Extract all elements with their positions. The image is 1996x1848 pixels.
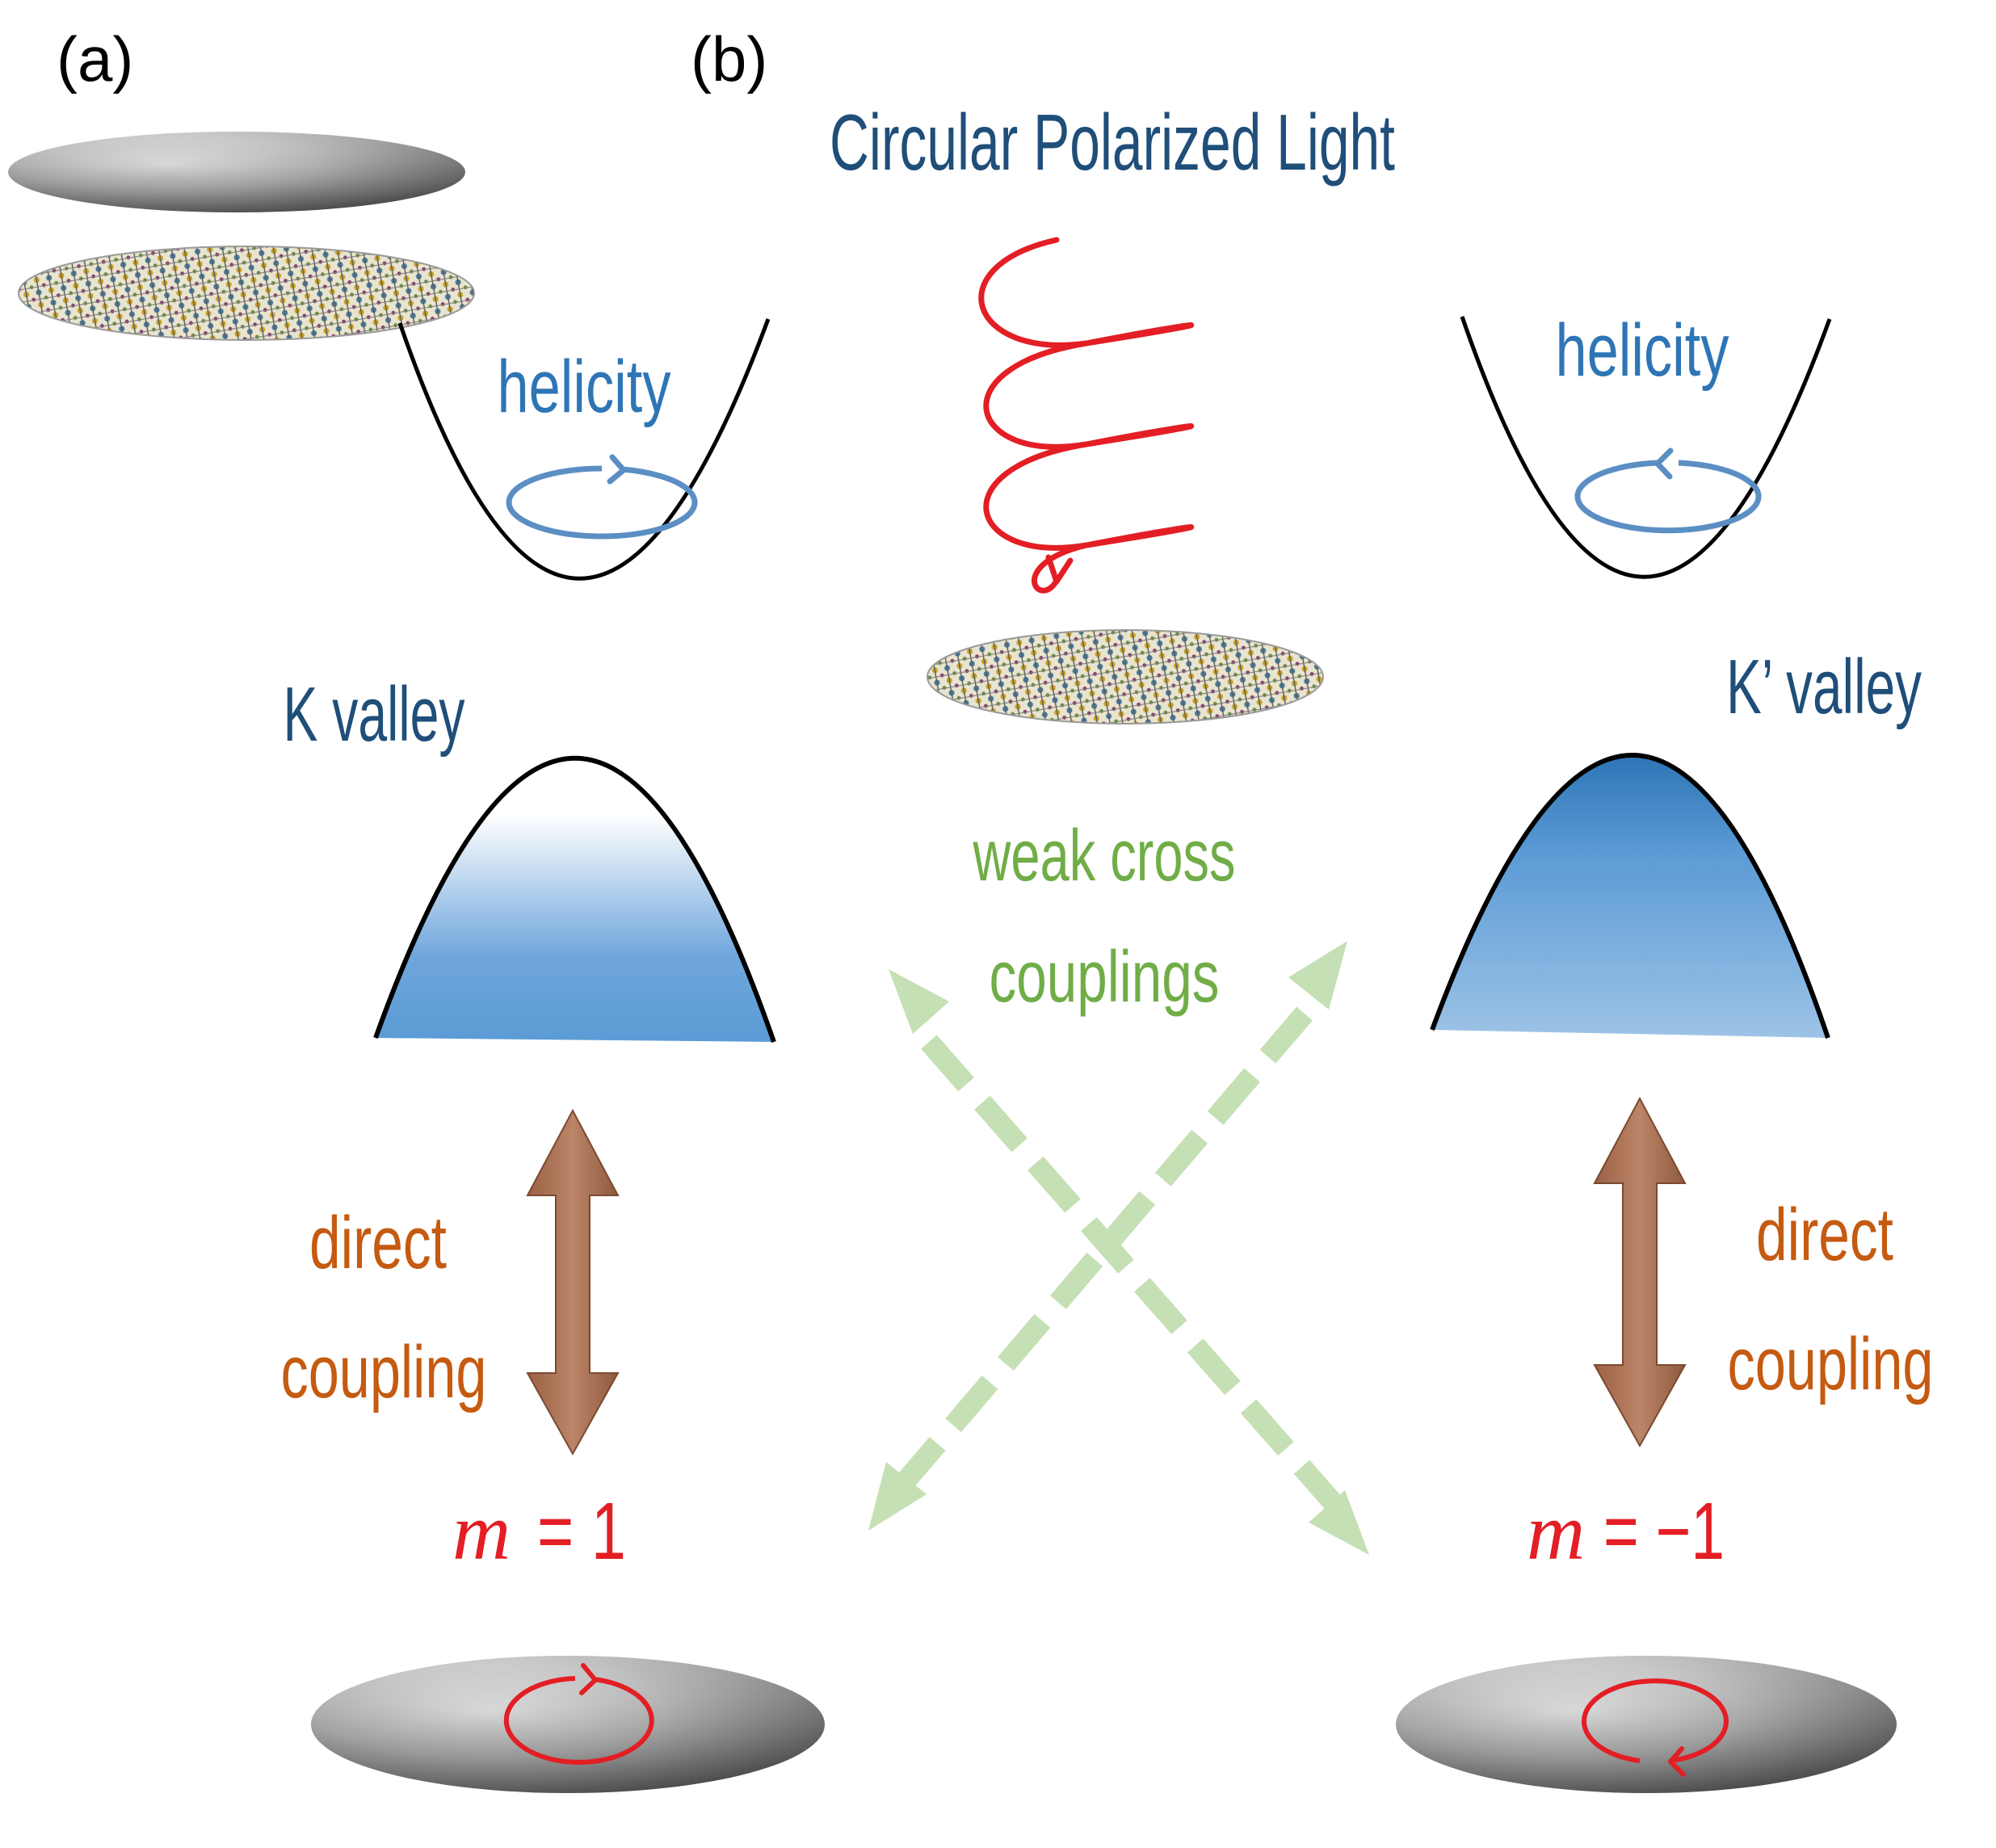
helicity-rotation-icon-left: [506, 454, 698, 540]
m-symbol-right: m: [1527, 1487, 1585, 1577]
lattice-disk-left: [18, 246, 475, 341]
circular-polarized-light-helix-icon: [978, 237, 1194, 594]
helicity-label-right: helicity: [1556, 309, 1729, 392]
direct-label-right-line1: direct: [1756, 1194, 1893, 1276]
direct-label-left-line1: direct: [309, 1202, 447, 1284]
weak-cross-label-line2: couplings: [990, 937, 1220, 1018]
k-prime-valley-valence-band: [1430, 753, 1830, 1039]
orbital-rotation-icon-left: [503, 1663, 654, 1765]
k-valley-valence-band: [373, 755, 776, 1043]
m-value-left: = 1: [537, 1486, 626, 1577]
helicity-label-left: helicity: [498, 346, 671, 428]
m-value-right: = −1: [1603, 1486, 1725, 1577]
orbital-rotation-icon-right: [1582, 1678, 1729, 1777]
substrate-disk-top: [8, 132, 465, 212]
disk-left-bottom: [311, 1656, 825, 1793]
k-valley-conduction-band: [397, 318, 771, 581]
weak-cross-label-line1: weak cross: [973, 816, 1236, 897]
panel-label-b: (b): [691, 23, 767, 94]
k-prime-valley-label: K’ valley: [1726, 644, 1922, 730]
k-valley-label: K valley: [284, 671, 465, 758]
weak-cross-coupling-arrow-1: [889, 969, 1369, 1555]
k-prime-valley-conduction-band: [1460, 316, 1832, 579]
m-symbol-left: m: [452, 1487, 511, 1577]
direct-coupling-arrow-right: [1593, 1096, 1687, 1448]
lattice-disk-center: [927, 629, 1324, 724]
helicity-rotation-icon-right: [1574, 447, 1762, 534]
direct-coupling-arrow-left: [526, 1108, 620, 1456]
weak-cross-coupling-arrow-2: [868, 941, 1347, 1531]
panel-label-a: (a): [57, 23, 133, 94]
direct-label-right-line2: coupling: [1728, 1323, 1934, 1405]
disk-right-bottom: [1396, 1656, 1897, 1793]
title-circular-polarized-light: Circular Polarized Light: [830, 98, 1395, 187]
direct-label-left-line2: coupling: [281, 1331, 487, 1413]
